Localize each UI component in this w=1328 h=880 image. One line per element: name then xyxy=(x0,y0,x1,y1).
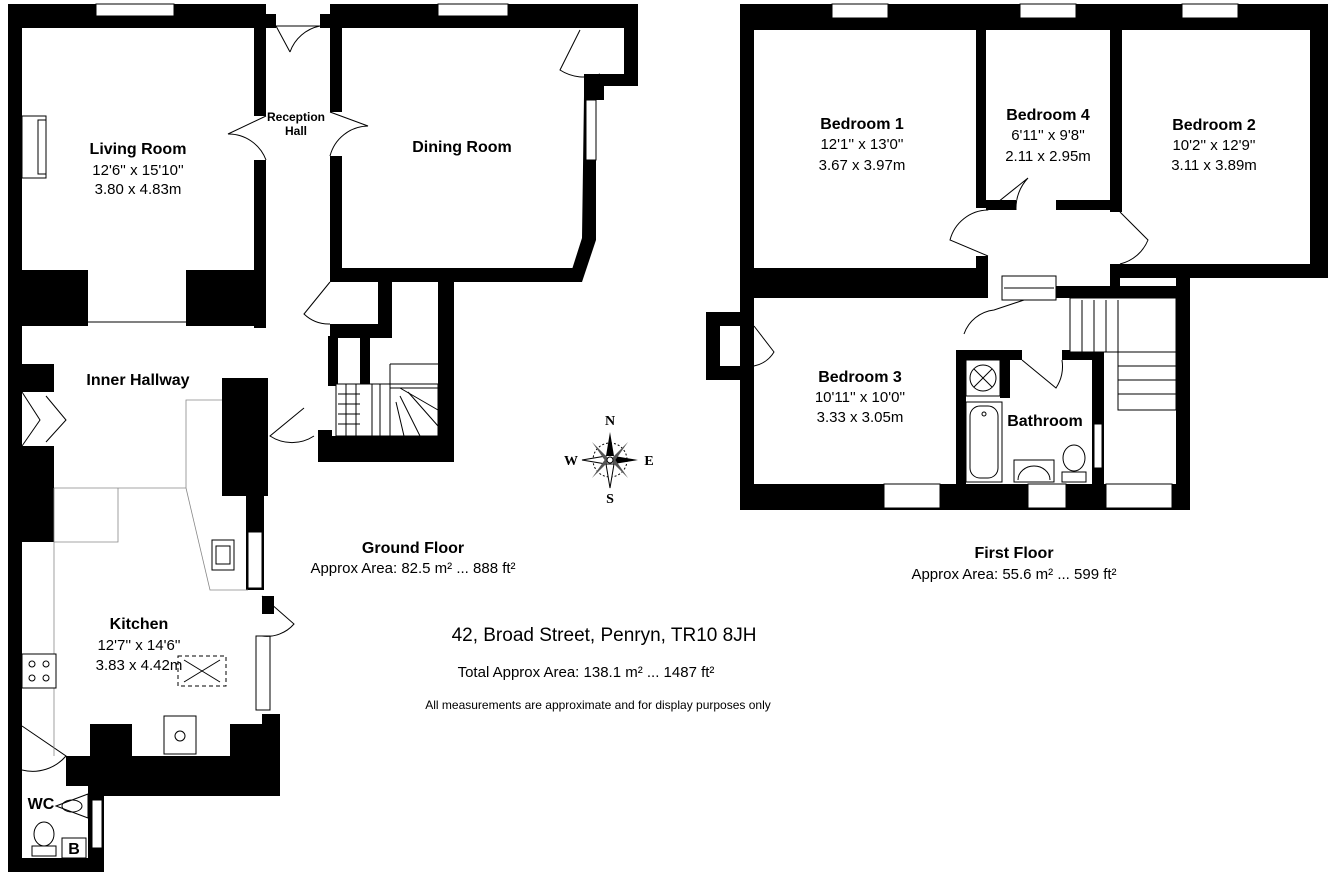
ground-floor-doors xyxy=(21,25,601,772)
disclaimer: All measurements are approximate and for… xyxy=(425,698,771,712)
first-floor-area: Approx Area: 55.6 m² ... 599 ft² xyxy=(911,566,1116,583)
property-address: 42, Broad Street, Penryn, TR10 8JH xyxy=(452,625,757,646)
ground-floor-windows xyxy=(80,3,509,849)
first-floor-title: First Floor xyxy=(974,545,1053,562)
reception-hall-line1: Reception xyxy=(267,110,325,124)
bedroom-2-dim-metric: 3.11 x 3.89m xyxy=(1171,157,1257,174)
bedroom-1-dim-imperial: 12'1'' x 13'0'' xyxy=(820,136,903,153)
kitchen-dim-metric: 3.83 x 4.42m xyxy=(96,657,183,674)
kitchen-fittings xyxy=(21,399,248,756)
first-floor-walls xyxy=(706,4,1328,510)
compass-n: N xyxy=(605,414,615,429)
living-room-dim-metric: 3.80 x 4.83m xyxy=(95,181,182,198)
first-floor-doors xyxy=(753,177,1149,389)
kitchen-name: Kitchen xyxy=(110,616,169,633)
bedroom-2-dim-imperial: 10'2'' x 12'9'' xyxy=(1172,137,1255,154)
dining-room-name: Dining Room xyxy=(412,139,512,156)
ground-floor-stairs xyxy=(335,363,439,437)
ground-floor-labels: Living Room 12'6'' x 15'10'' 3.80 x 4.83… xyxy=(28,110,516,858)
compass-e: E xyxy=(644,454,653,469)
living-room-name: Living Room xyxy=(90,141,187,158)
first-floor-plan: Bedroom 1 12'1'' x 13'0'' 3.67 x 3.97m B… xyxy=(706,3,1328,583)
reception-hall-line2: Hall xyxy=(285,124,307,138)
bedroom-4-name: Bedroom 4 xyxy=(1006,107,1090,124)
compass-rose: N S E W xyxy=(564,414,654,507)
living-room-dim-imperial: 12'6'' x 15'10'' xyxy=(92,162,184,179)
bedroom-1-name: Bedroom 1 xyxy=(820,116,904,133)
bedroom-3-dim-metric: 3.33 x 3.05m xyxy=(817,409,904,426)
first-floor-windows xyxy=(816,3,1254,509)
boiler-name: B xyxy=(68,841,80,858)
ground-floor-plan: Living Room 12'6'' x 15'10'' 3.80 x 4.83… xyxy=(8,3,638,872)
bedroom-4-dim-imperial: 6'11'' x 9'8'' xyxy=(1011,127,1085,144)
bathroom-fittings xyxy=(965,359,1087,483)
bedroom-3-dim-imperial: 10'11'' x 10'0'' xyxy=(815,389,905,406)
ground-floor-fireplaces xyxy=(21,99,597,179)
inner-hallway-name: Inner Hallway xyxy=(86,372,189,389)
kitchen-dim-imperial: 12'7'' x 14'6'' xyxy=(97,637,180,654)
plan-summary: 42, Broad Street, Penryn, TR10 8JH Total… xyxy=(425,625,771,712)
first-floor-labels: Bedroom 1 12'1'' x 13'0'' 3.67 x 3.97m B… xyxy=(815,107,1257,583)
wc-name: WC xyxy=(28,796,55,813)
bedroom-1-dim-metric: 3.67 x 3.97m xyxy=(819,157,906,174)
ground-floor-walls xyxy=(8,4,638,872)
ground-floor-title: Ground Floor xyxy=(362,540,464,557)
bedroom-4-dim-metric: 2.11 x 2.95m xyxy=(1005,148,1091,165)
bedroom-2-name: Bedroom 2 xyxy=(1172,117,1256,134)
bedroom-3-name: Bedroom 3 xyxy=(818,369,902,386)
total-area: Total Approx Area: 138.1 m² ... 1487 ft² xyxy=(458,664,715,681)
compass-s: S xyxy=(606,492,614,507)
ground-floor-area: Approx Area: 82.5 m² ... 888 ft² xyxy=(310,560,515,577)
first-floor-stairs xyxy=(1001,275,1177,411)
wc-fittings xyxy=(31,793,89,859)
bathroom-name: Bathroom xyxy=(1007,413,1083,430)
compass-w: W xyxy=(564,454,578,469)
